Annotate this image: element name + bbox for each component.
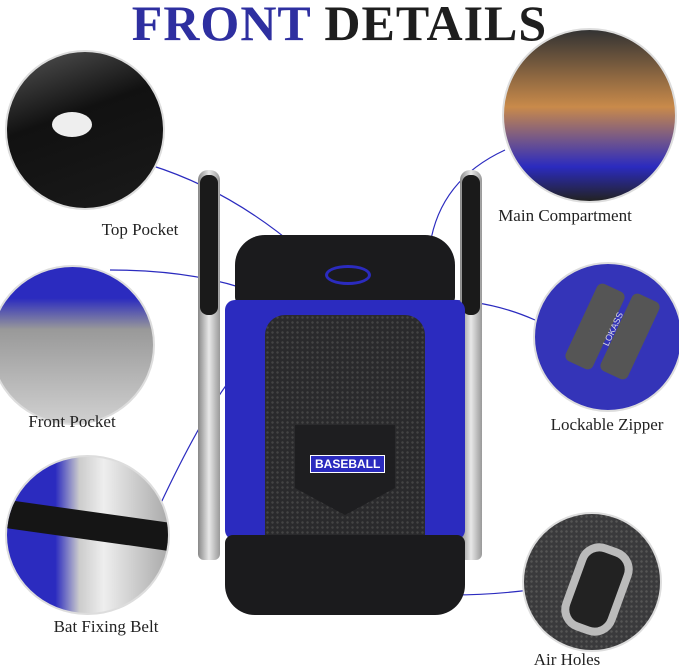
label-bat-fixing-belt: Bat Fixing Belt	[53, 617, 159, 636]
callout-line-bat-fixing-belt	[159, 379, 231, 506]
front-pocket-detail	[0, 265, 155, 425]
top-pocket	[235, 235, 455, 305]
bat-right-grip	[462, 175, 480, 315]
label-main-compartment: Main Compartment	[498, 206, 632, 225]
label-front-pocket: Front Pocket	[28, 412, 116, 431]
logo-oval	[325, 265, 371, 285]
main-compartment-detail	[502, 28, 677, 203]
earbuds	[52, 112, 92, 137]
air-hole-grommet	[555, 537, 639, 642]
label-air-holes: Air Holes	[533, 650, 601, 669]
label-lockable-zipper: Lockable Zipper	[550, 415, 664, 434]
backpack: BASEBALL	[225, 235, 465, 615]
bat-left-grip	[200, 175, 218, 315]
title-details: DETAILS	[324, 0, 548, 51]
lockable-zipper-detail: LOKASS	[533, 262, 679, 412]
callout-line-main-compartment	[429, 149, 506, 246]
air-holes-detail	[522, 512, 662, 652]
bat-fixing-belt-detail	[5, 455, 170, 615]
bottom-section	[225, 535, 465, 615]
top-pocket-detail	[5, 50, 165, 210]
label-top-pocket: Top Pocket	[101, 220, 179, 239]
belt-strap	[7, 500, 168, 552]
patch-text: BASEBALL	[310, 455, 386, 473]
page-title: FRONT DETAILS	[0, 0, 679, 52]
title-front: FRONT	[131, 0, 311, 51]
